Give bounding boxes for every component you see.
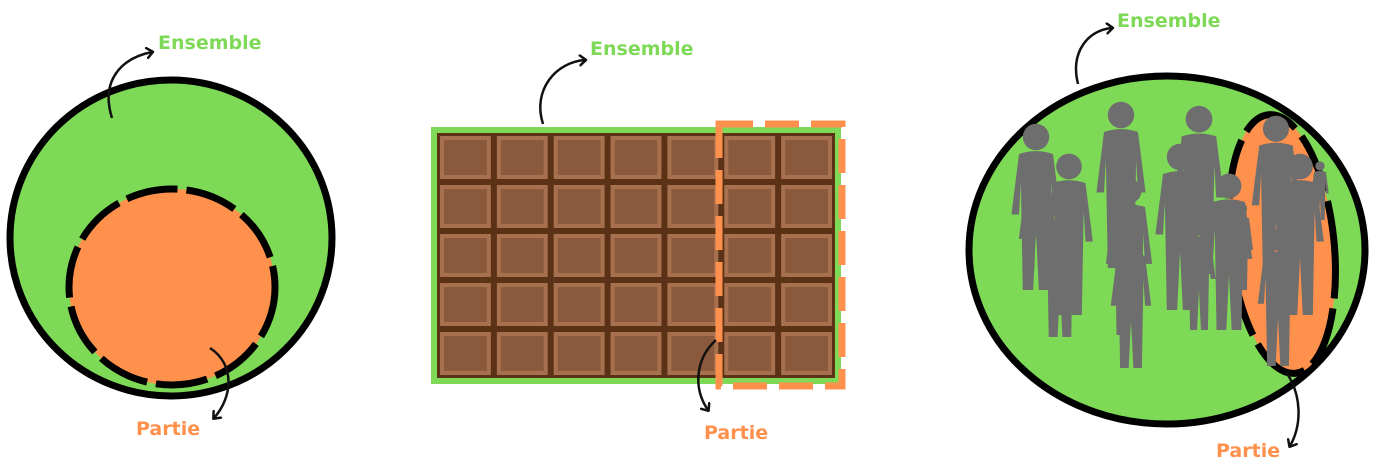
chocolate-piece xyxy=(667,283,718,326)
chocolate-piece xyxy=(440,185,491,228)
part-label: Partie xyxy=(1216,440,1280,459)
whole-label: Ensemble xyxy=(158,32,262,54)
chocolate-piece xyxy=(554,136,605,179)
part-label: Partie xyxy=(704,422,768,444)
chocolate-piece xyxy=(554,332,605,375)
panel-circles: Ensemble Partie xyxy=(10,32,332,440)
panel-chocolate-bar: Ensemble Partie xyxy=(431,38,842,444)
chocolate-piece xyxy=(724,332,775,375)
whole-label: Ensemble xyxy=(590,38,694,60)
chocolate-piece xyxy=(497,332,548,375)
chocolate-piece xyxy=(440,332,491,375)
chocolate-piece xyxy=(611,283,662,326)
chocolate-piece xyxy=(611,185,662,228)
chocolate-piece xyxy=(781,332,832,375)
chocolate-piece xyxy=(497,136,548,179)
chocolate-piece xyxy=(667,332,718,375)
part-label: Partie xyxy=(136,418,200,440)
chocolate-piece xyxy=(497,234,548,277)
chocolate-piece xyxy=(611,136,662,179)
chocolate-piece xyxy=(554,234,605,277)
chocolate-piece xyxy=(611,332,662,375)
chocolate-piece xyxy=(781,136,832,179)
chocolate-piece xyxy=(554,185,605,228)
chocolate-piece xyxy=(724,185,775,228)
chocolate-piece xyxy=(497,283,548,326)
chocolate-piece xyxy=(724,136,775,179)
chocolate-piece xyxy=(724,234,775,277)
chocolate-piece xyxy=(440,283,491,326)
chocolate-piece xyxy=(781,283,832,326)
panel-people: Ensemble Partie xyxy=(969,10,1365,459)
chocolate-piece xyxy=(781,185,832,228)
whole-arrow xyxy=(540,60,585,124)
chocolate-piece xyxy=(724,283,775,326)
whole-label: Ensemble xyxy=(1117,10,1221,32)
chocolate-piece xyxy=(554,283,605,326)
chocolate-piece xyxy=(440,136,491,179)
chocolate-piece xyxy=(667,136,718,179)
chocolate-piece xyxy=(781,234,832,277)
chocolate-pieces xyxy=(440,136,832,375)
chocolate-piece xyxy=(667,234,718,277)
part-circle xyxy=(69,189,275,385)
chocolate-piece xyxy=(497,185,548,228)
whole-arrow xyxy=(1076,28,1112,84)
chocolate-piece xyxy=(667,185,718,228)
chocolate-piece xyxy=(440,234,491,277)
chocolate-piece xyxy=(611,234,662,277)
